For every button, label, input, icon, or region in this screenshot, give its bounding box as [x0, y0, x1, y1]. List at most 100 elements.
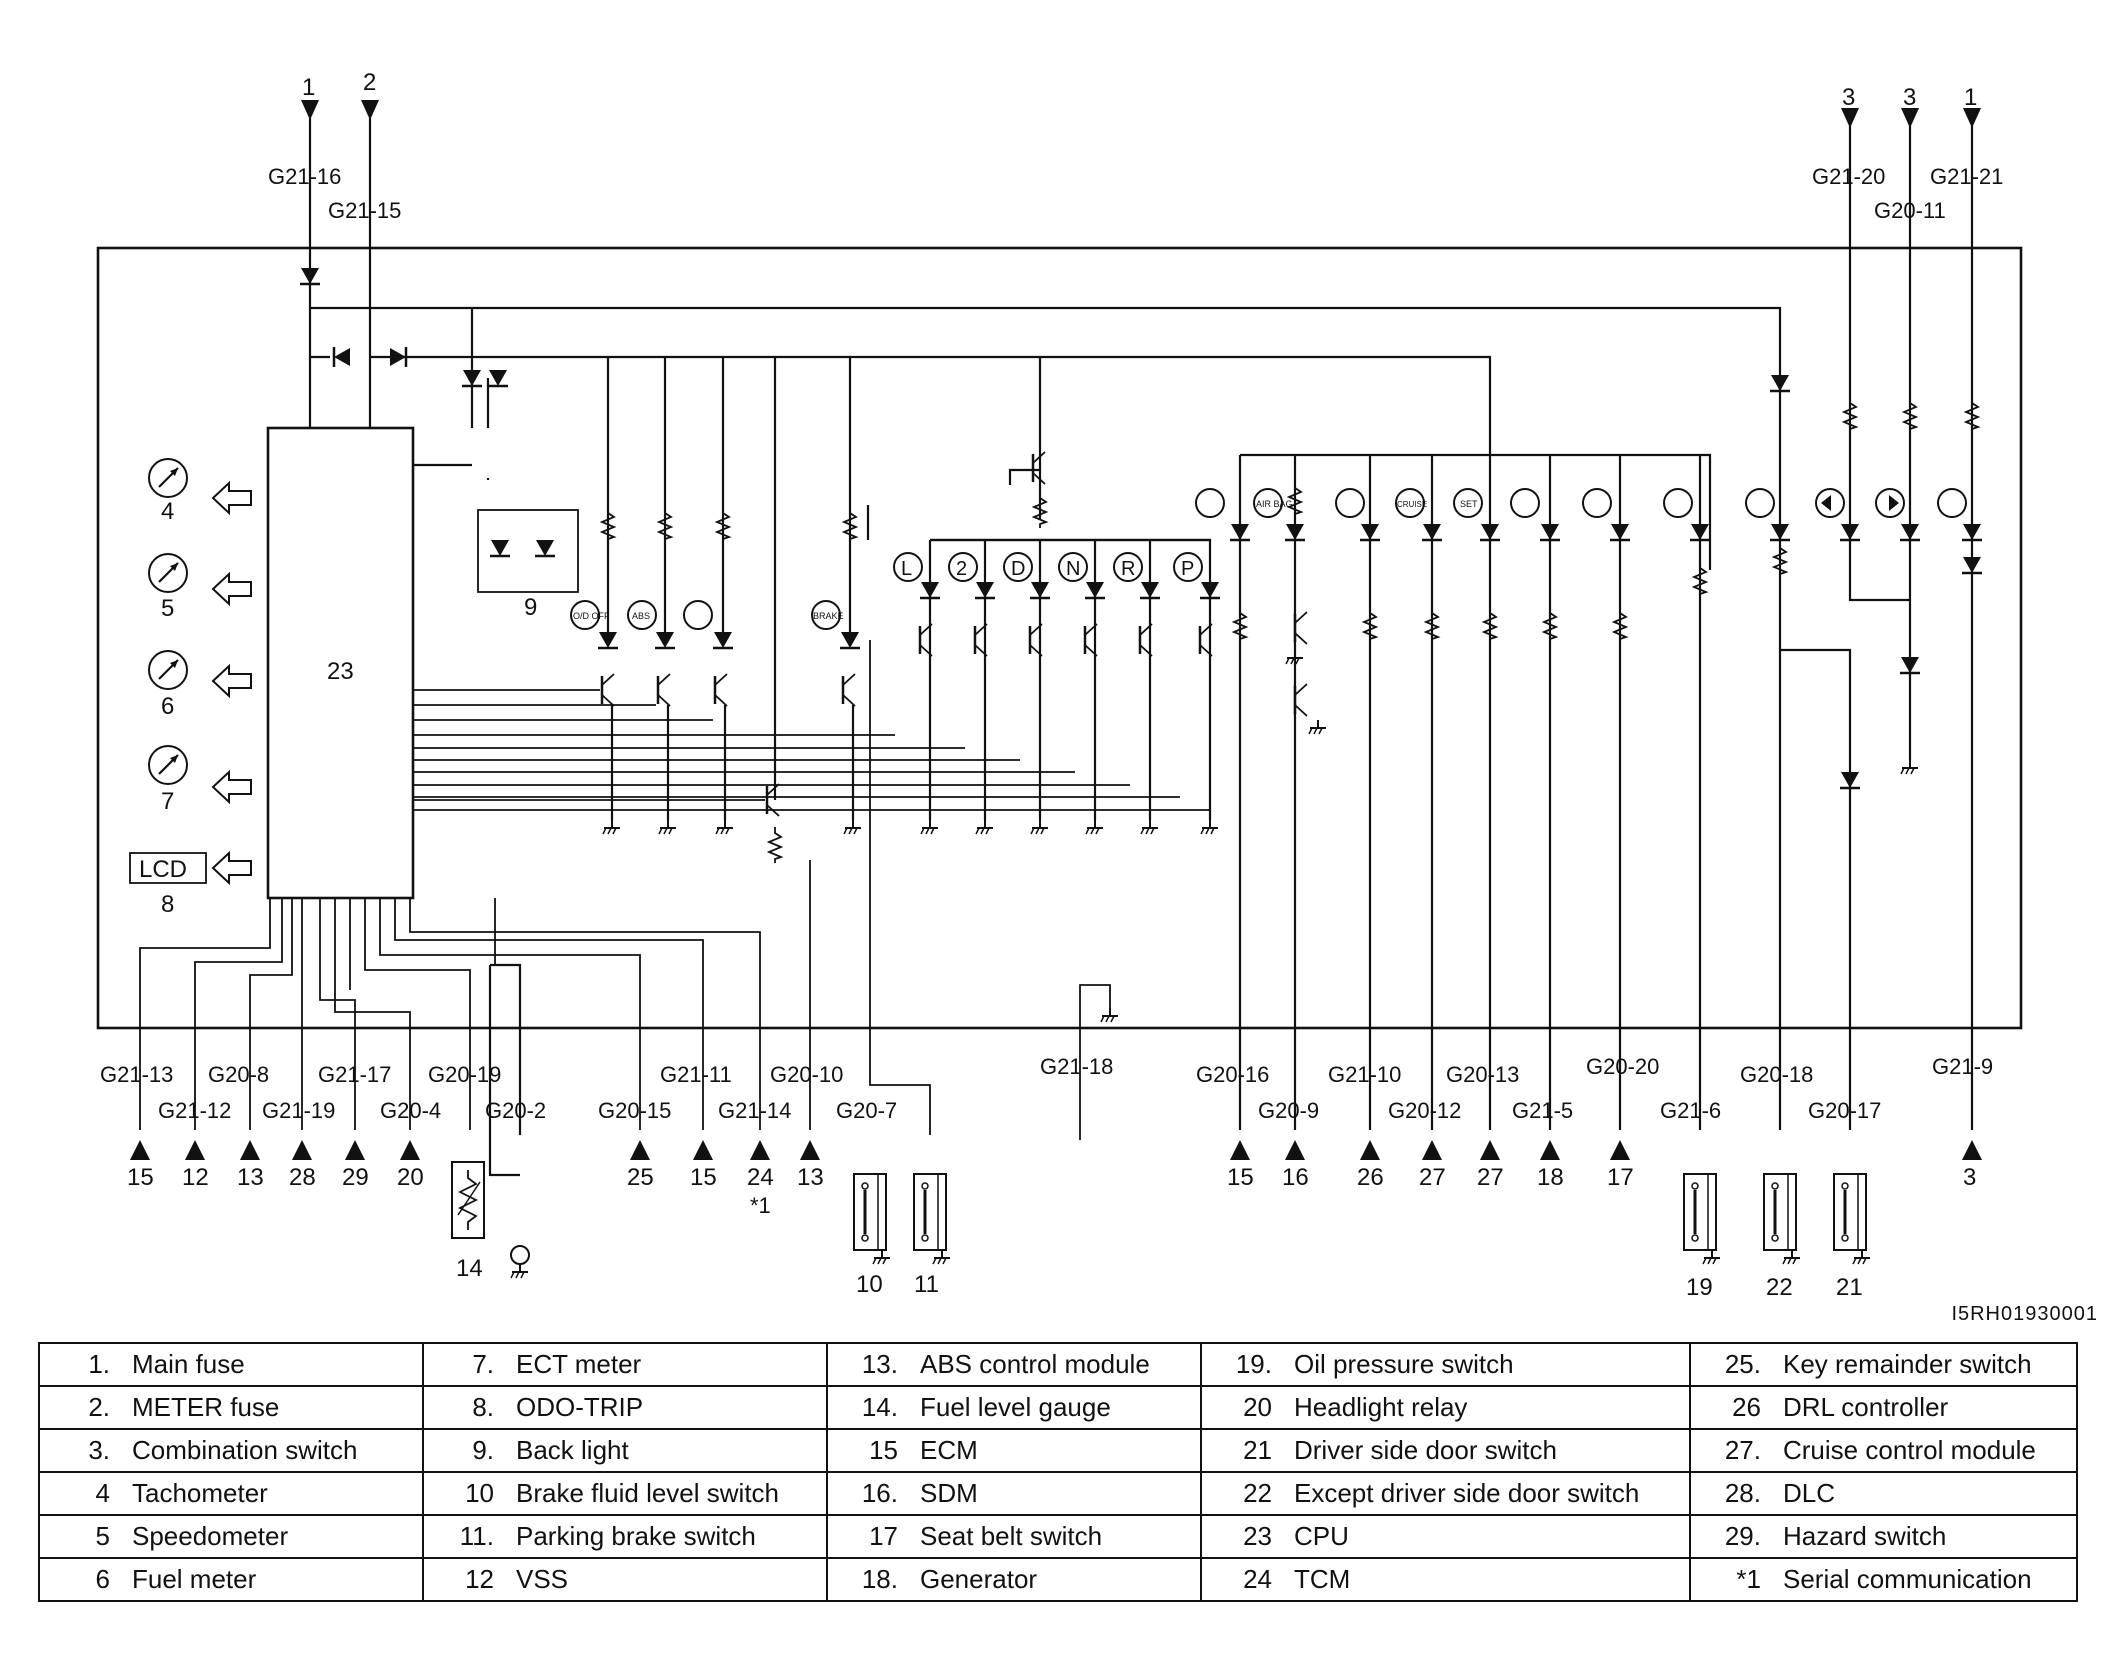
legend-cell: 8.ODO-TRIP [422, 1385, 828, 1430]
legend-text: METER fuse [132, 1392, 280, 1422]
od-off-indicator: O/D OFF [570, 600, 610, 630]
svg-text:13: 13 [237, 1164, 264, 1191]
svg-text:G20-8: G20-8 [208, 1062, 269, 1087]
svg-text:15: 15 [127, 1164, 154, 1191]
gauge-4: 4 [147, 457, 252, 525]
set-indicator: SET [1453, 488, 1483, 518]
svg-text:G21-11: G21-11 [660, 1062, 732, 1087]
abs-indicator: ABS [627, 600, 657, 630]
legend-number: 27. [1724, 1435, 1761, 1465]
svg-text:24: 24 [747, 1164, 774, 1191]
shift-indicator-R: R [1113, 552, 1143, 582]
svg-text:CRUISE: CRUISE [1397, 500, 1427, 509]
legend-text: Key remainder switch [1783, 1349, 2032, 1379]
legend-number: 13. [861, 1349, 898, 1379]
svg-text:26: 26 [1357, 1164, 1384, 1191]
pin-G20-7: G20-7 [836, 1098, 897, 1123]
pin-G21-9: G21-93 [1932, 1054, 1993, 1191]
cpu-box [266, 426, 415, 900]
oil-pressure-switch-19: 19 [1682, 1172, 1721, 1301]
high-beam-indicator [1937, 488, 1967, 518]
pin-G21-18: G21-18 [1040, 1054, 1113, 1079]
legend-cell: 28. DLC [1689, 1471, 2078, 1516]
legend-text: DRL controller [1783, 1392, 1949, 1422]
svg-text:22: 22 [1766, 1274, 1793, 1301]
svg-text:G20-20: G20-20 [1586, 1054, 1659, 1079]
svg-text:L: L [901, 558, 912, 580]
legend-number: 18. [861, 1564, 898, 1594]
pin-G21-13: G21-13 15 [100, 1062, 173, 1191]
legend-text: Combination switch [132, 1435, 358, 1465]
svg-text:G21-12: G21-12 [158, 1098, 231, 1123]
svg-text:P: P [1181, 558, 1194, 580]
svg-text:8: 8 [161, 891, 174, 918]
svg-text:10: 10 [856, 1271, 883, 1298]
pin-G20-20: G20-20 17 [1586, 1054, 1659, 1191]
svg-text:G20-15: G20-15 [598, 1098, 671, 1123]
cpu-lower-wiring [139, 640, 931, 1135]
key-warning-indicator [1195, 488, 1225, 518]
turn-right-indicator [1875, 488, 1905, 518]
legend-text: Cruise control module [1783, 1435, 2036, 1465]
legend-text: ECM [920, 1435, 978, 1465]
svg-text:5: 5 [161, 595, 174, 622]
legend-text: Parking brake switch [516, 1521, 756, 1551]
legend-text: Seat belt switch [920, 1521, 1103, 1551]
svg-text:G20-12: G20-12 [1388, 1098, 1461, 1123]
svg-text:19: 19 [1686, 1274, 1713, 1301]
svg-text:3: 3 [1842, 84, 1855, 111]
svg-text:D: D [1011, 558, 1025, 580]
svg-text:17: 17 [1607, 1164, 1634, 1191]
legend-cell: 16.SDM [826, 1471, 1202, 1516]
legend-text: DLC [1783, 1478, 1836, 1508]
legend-number: 12 [465, 1564, 494, 1594]
svg-text:25: 25 [627, 1164, 654, 1191]
svg-text:O/D OFF: O/D OFF [573, 611, 610, 621]
backlight-label: 9 [524, 594, 537, 621]
legend-cell: 14.Fuel level gauge [826, 1385, 1202, 1430]
svg-text:G20-16: G20-16 [1196, 1062, 1269, 1087]
legend-number: 24 [1243, 1564, 1272, 1594]
svg-text:G21-21: G21-21 [1930, 164, 2003, 189]
legend-number: 28. [1724, 1478, 1761, 1508]
legend-text: ECT meter [516, 1349, 642, 1379]
ect-brake-indicator: BRAKE [811, 600, 844, 630]
svg-text:AIR BAG: AIR BAG [1256, 499, 1293, 509]
svg-text:7: 7 [161, 788, 174, 815]
legend-text: SDM [920, 1478, 978, 1508]
svg-text:G20-19: G20-19 [428, 1062, 501, 1087]
legend-number: 21 [1243, 1435, 1272, 1465]
shift-indicators: L 2 D N R P [893, 538, 1222, 835]
shift-indicator-P: P [1173, 552, 1203, 582]
svg-text:G21-6: G21-6 [1660, 1098, 1721, 1123]
legend-text: Serial communication [1783, 1564, 2032, 1594]
fuel-level-gauge-14: 14 [451, 1161, 530, 1282]
svg-text:*1: *1 [750, 1193, 771, 1218]
svg-text:G21-13: G21-13 [100, 1062, 173, 1087]
svg-text:G21-20: G21-20 [1812, 164, 1885, 189]
legend-cell: 11.Parking brake switch [422, 1514, 828, 1559]
svg-text:14: 14 [456, 1255, 483, 1282]
legend-cell: 25.Key remainder switch [1689, 1342, 2078, 1387]
legend-text: Main fuse [132, 1349, 245, 1379]
power-wiring [308, 118, 1974, 1130]
legend-text: Oil pressure switch [1294, 1349, 1514, 1379]
svg-text:12: 12 [182, 1164, 209, 1191]
svg-text:R: R [1121, 558, 1135, 580]
svg-text:G20-7: G20-7 [836, 1098, 897, 1123]
svg-text:3: 3 [1903, 84, 1916, 111]
lcd-odo-trip: LCD 8 [129, 852, 252, 918]
indicator-circuits: O/D OFF ABS BRAKE [413, 450, 1210, 864]
svg-text:1: 1 [1964, 84, 1977, 111]
legend-text: Brake fluid level switch [516, 1478, 779, 1508]
legend-number: 22 [1243, 1478, 1272, 1508]
svg-text:G21-14: G21-14 [718, 1098, 791, 1123]
svg-text:27: 27 [1477, 1164, 1504, 1191]
